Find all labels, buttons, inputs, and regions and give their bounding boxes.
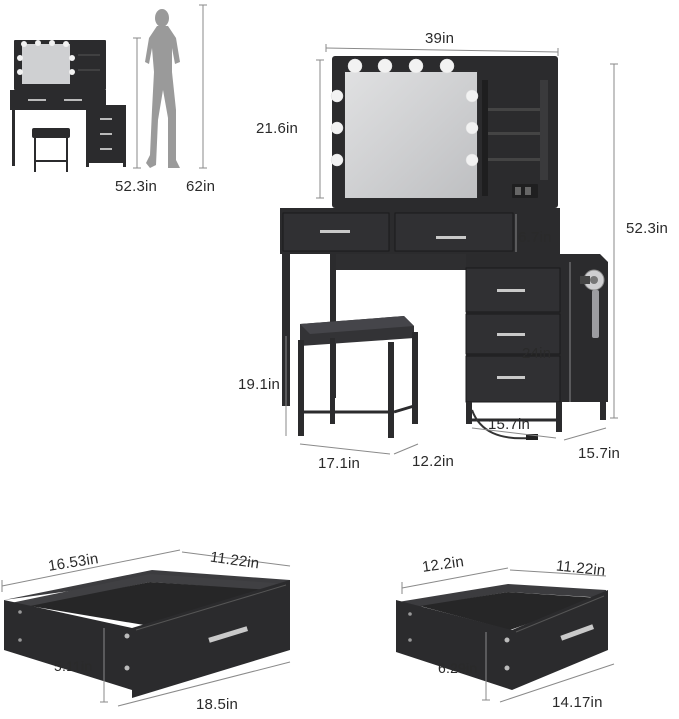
- drawer-handle-icon: [497, 376, 525, 379]
- small-drawer-front-width-label: 14.17in: [552, 694, 603, 711]
- drawer-handle-icon: [497, 333, 525, 336]
- small-vanity-height-label: 52.3in: [115, 178, 158, 195]
- side-cabinet: [465, 254, 608, 440]
- light-bulb-icon: [330, 58, 479, 167]
- stool-width-label: 17.1in: [318, 455, 361, 472]
- person-silhouette-icon: [145, 9, 180, 168]
- large-drawer-front-width-label: 18.5in: [196, 696, 239, 713]
- vanity-desk: [280, 208, 560, 406]
- drawer-handle-icon: [560, 624, 595, 641]
- small-drawer-dimension-lines: [401, 567, 615, 703]
- small-vanity-height-line: [133, 37, 141, 169]
- large-drawer-illustration: [4, 570, 290, 698]
- drawer-handle-icon: [320, 230, 350, 233]
- cabinet-height-label: 24in: [522, 345, 552, 362]
- total-height-label: 52.3in: [626, 220, 669, 237]
- dimension-lines: [285, 44, 618, 455]
- stool-depth-label: 12.2in: [412, 453, 455, 470]
- person-height-line: [199, 4, 207, 169]
- stool-height-label: 19.1in: [238, 376, 281, 393]
- small-drawer-height-label: 6.29in: [438, 660, 478, 676]
- light-bulb-icon: [17, 40, 75, 75]
- drawer-height-label: 6.7in: [518, 229, 552, 246]
- drawer-handle-icon: [208, 626, 249, 643]
- cabinet-depth-label: 15.7in: [578, 445, 621, 462]
- drawer-handle-icon: [497, 289, 525, 292]
- large-drawer-dimension-lines: [1, 549, 291, 707]
- vanity-stool: [298, 316, 418, 438]
- hair-dryer-icon: [580, 269, 605, 338]
- mirror-height-label: 21.6in: [256, 120, 299, 137]
- reference-vanity-thumbnail: [10, 40, 126, 172]
- vanity-mirror-panel: [330, 56, 558, 208]
- drawer-handle-icon: [436, 236, 466, 239]
- cabinet-width-label: 15.7in: [488, 416, 531, 433]
- person-height-label: 62in: [186, 178, 216, 195]
- power-outlet-icon: [512, 184, 538, 198]
- large-drawer-height-label: 5.11in: [54, 658, 93, 674]
- vanity-width-label: 39in: [425, 30, 455, 47]
- small-drawer-illustration: [396, 584, 608, 690]
